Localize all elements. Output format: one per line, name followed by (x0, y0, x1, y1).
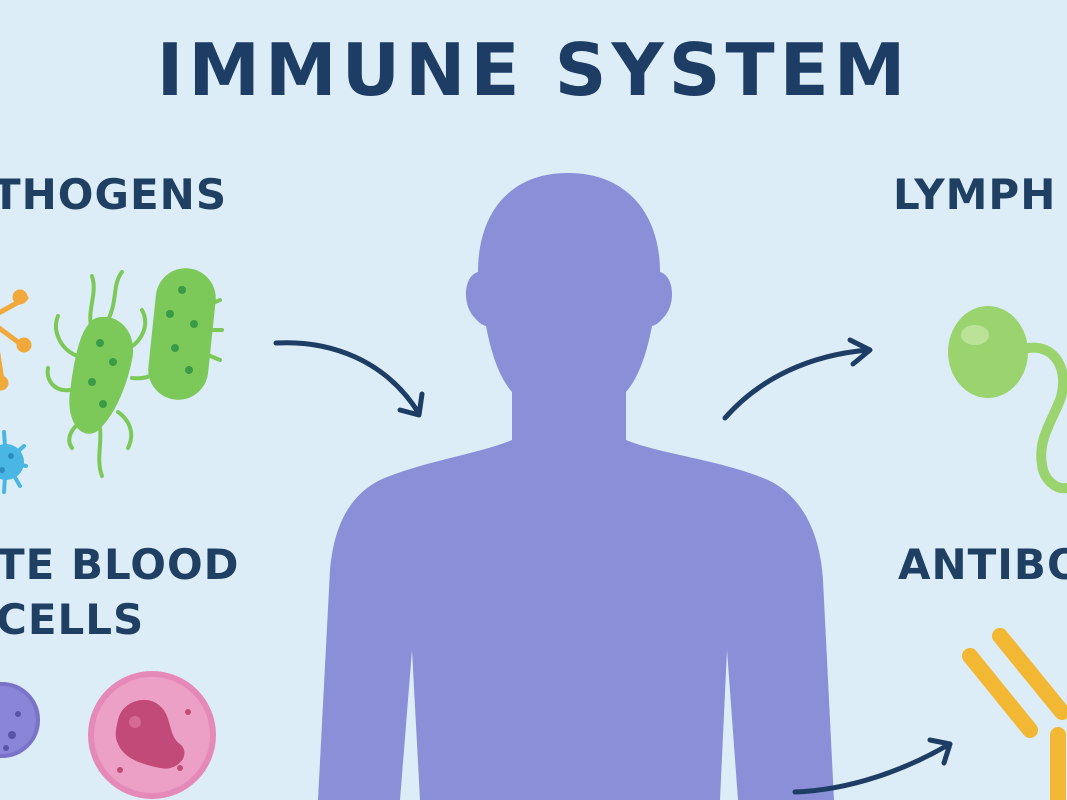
label-white-blood-cells-line2: CELLS (0, 595, 145, 644)
label-antibodies: ANTIBO (898, 540, 1067, 589)
lymph-node-icon (948, 306, 1067, 494)
label-lymph: LYMPH (893, 170, 1057, 219)
arrow-body-to-antibody (792, 737, 953, 795)
bacteria-rod-icon (45, 270, 166, 478)
arrow-body-to-lymph (722, 337, 873, 421)
antibody-icon (962, 628, 1067, 800)
arrow-pathogens-to-body (273, 340, 425, 418)
human-silhouette (318, 173, 834, 800)
bacteria-capsule-icon (148, 268, 224, 400)
purple-cell-icon (0, 682, 40, 758)
virus-blue-icon (0, 430, 28, 494)
label-pathogens: THOGENS (0, 170, 228, 219)
pink-cell-icon (88, 671, 216, 799)
virus-orange-icon (0, 289, 32, 391)
label-white-blood-cells-line1: TE BLOOD (0, 540, 240, 589)
page-title: IMMUNE SYSTEM (156, 28, 911, 112)
